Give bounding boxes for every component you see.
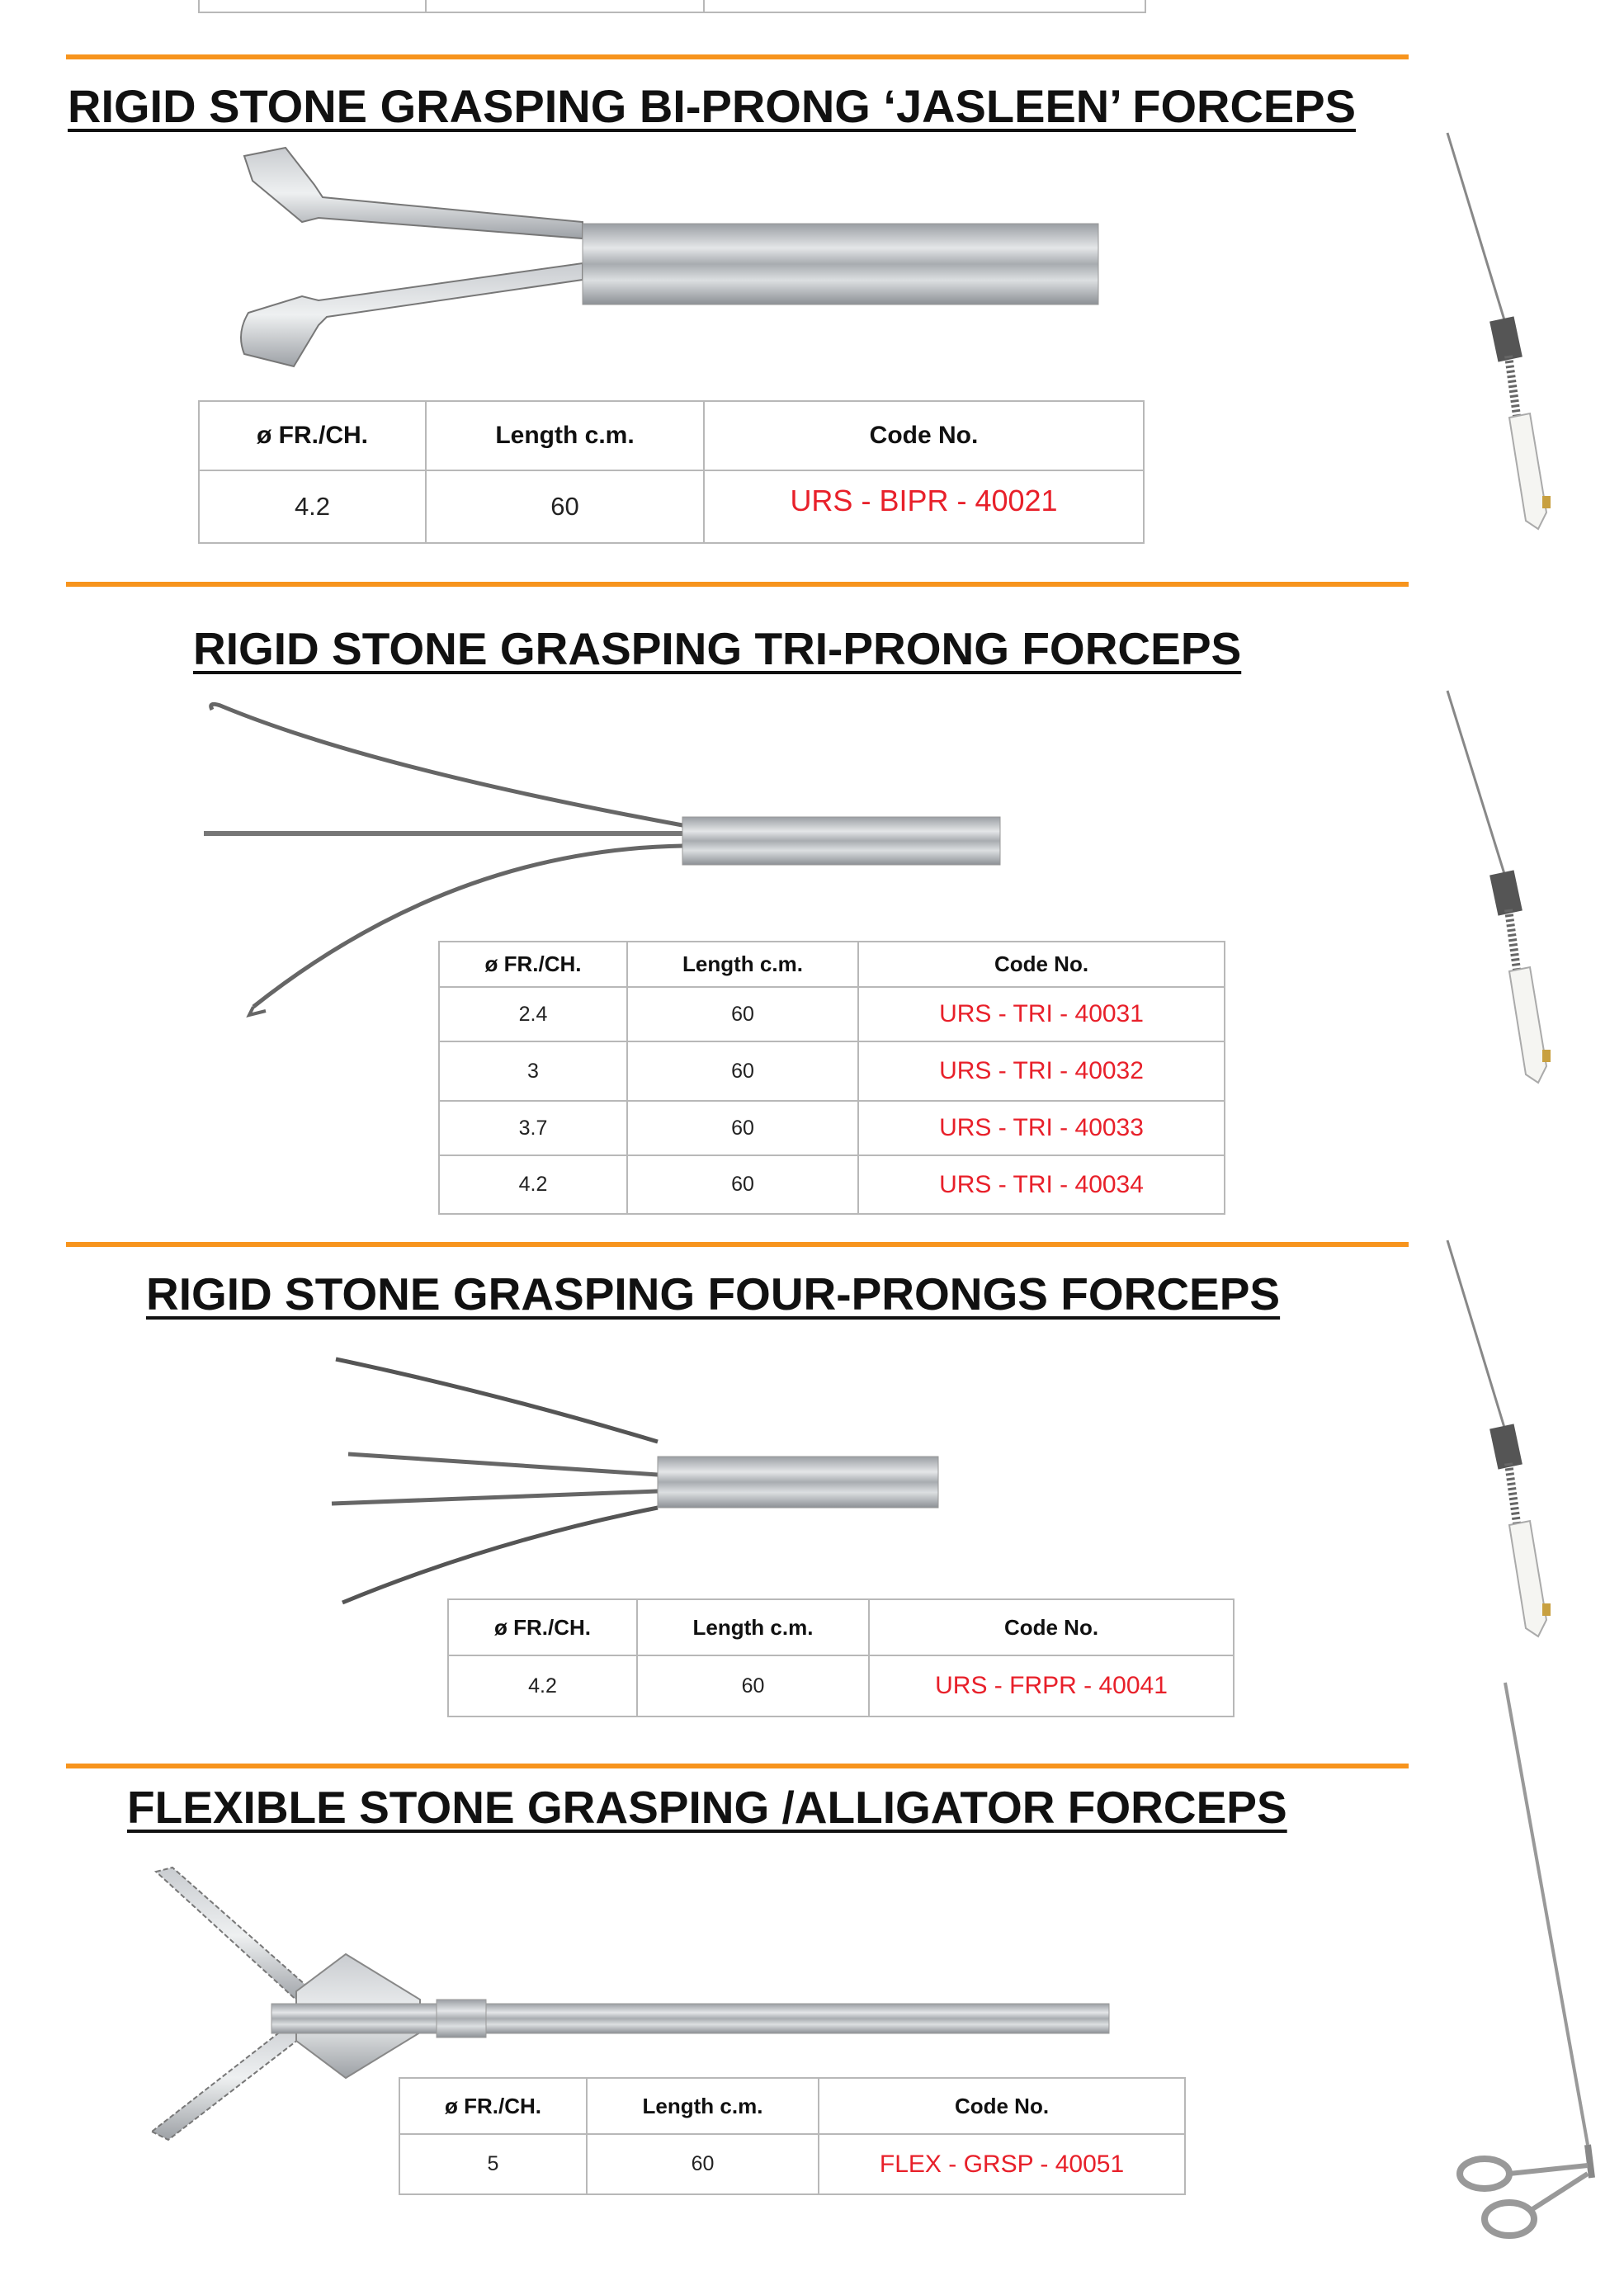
diameter-cell: 2.4 (438, 986, 628, 1042)
spec-table: ø FR./CH. Length c.m. Code No. 4.2 60 UR… (198, 400, 1145, 544)
table-header-row: ø FR./CH. Length c.m. Code No. (399, 2077, 1186, 2135)
length-cell: 60 (626, 1100, 859, 1156)
spec-table: ø FR./CH. Length c.m. Code No. 4.2 60 UR… (447, 1598, 1235, 1717)
rigid-forceps-full-image (1446, 690, 1551, 1084)
previous-table-bottom (198, 0, 1146, 13)
rigid-forceps-full-image (1446, 1240, 1551, 1638)
spec-table: ø FR./CH. Length c.m. Code No. 2.4 60 UR… (438, 941, 1225, 1215)
table-row: 2.4 60 URS - TRI - 40031 (438, 986, 1225, 1042)
section-divider (66, 1242, 1409, 1247)
section-divider (66, 582, 1409, 587)
diameter-cell: 3 (438, 1041, 628, 1102)
table-header-row: ø FR./CH. Length c.m. Code No. (438, 941, 1225, 988)
diameter-cell: 4.2 (198, 470, 427, 544)
section-title: RIGID STONE GRASPING FOUR-PRONGS FORCEPS (146, 1268, 1281, 1320)
header-code: Code No. (857, 941, 1225, 988)
section-divider (66, 1764, 1409, 1768)
table-row: 4.2 60 URS - BIPR - 40021 (198, 470, 1145, 544)
header-diameter: ø FR./CH. (447, 1598, 638, 1656)
header-length: Length c.m. (425, 400, 705, 471)
code-cell: URS - FRPR - 40041 (868, 1655, 1235, 1717)
table-row: 4.2 60 URS - TRI - 40034 (438, 1155, 1225, 1215)
table-row: 3 60 URS - TRI - 40032 (438, 1041, 1225, 1102)
length-cell: 60 (586, 2133, 819, 2195)
code-cell: URS - TRI - 40033 (857, 1100, 1225, 1156)
table-row: 4.2 60 URS - FRPR - 40041 (447, 1655, 1235, 1717)
four-prong-forceps-image (331, 1357, 939, 1605)
header-code: Code No. (868, 1598, 1235, 1656)
length-cell: 60 (626, 1155, 859, 1215)
length-cell: 60 (626, 1041, 859, 1102)
spec-table: ø FR./CH. Length c.m. Code No. 5 60 FLEX… (399, 2077, 1186, 2195)
section-title: RIGID STONE GRASPING TRI-PRONG FORCEPS (193, 623, 1242, 674)
header-diameter: ø FR./CH. (198, 400, 427, 471)
header-length: Length c.m. (626, 941, 859, 988)
diameter-cell: 5 (399, 2133, 588, 2195)
length-cell: 60 (636, 1655, 870, 1717)
header-diameter: ø FR./CH. (399, 2077, 588, 2135)
diameter-cell: 4.2 (447, 1655, 638, 1717)
header-diameter: ø FR./CH. (438, 941, 628, 988)
table-column-divider (703, 0, 705, 12)
code-cell: URS - TRI - 40032 (857, 1041, 1225, 1102)
code-cell: URS - BIPR - 40021 (703, 470, 1145, 544)
section-divider (66, 54, 1409, 59)
length-cell: 60 (626, 986, 859, 1042)
diameter-cell: 3.7 (438, 1100, 628, 1156)
header-length: Length c.m. (586, 2077, 819, 2135)
diameter-cell: 4.2 (438, 1155, 628, 1215)
flexible-forceps-full-image (1456, 1682, 1595, 2239)
length-cell: 60 (425, 470, 705, 544)
section-title: FLEXIBLE STONE GRASPING /ALLIGATOR FORCE… (127, 1782, 1287, 1833)
table-column-divider (425, 0, 427, 12)
bi-prong-forceps-image (240, 146, 1099, 368)
header-code: Code No. (818, 2077, 1186, 2135)
code-cell: FLEX - GRSP - 40051 (818, 2133, 1186, 2195)
code-cell: URS - TRI - 40031 (857, 986, 1225, 1042)
section-title: RIGID STONE GRASPING BI-PRONG ‘JASLEEN’ … (68, 80, 1356, 132)
table-row: 5 60 FLEX - GRSP - 40051 (399, 2133, 1186, 2195)
table-header-row: ø FR./CH. Length c.m. Code No. (447, 1598, 1235, 1656)
rigid-forceps-full-image (1446, 132, 1551, 531)
alligator-forceps-image (150, 1866, 1110, 2141)
header-length: Length c.m. (636, 1598, 870, 1656)
code-cell: URS - TRI - 40034 (857, 1155, 1225, 1215)
tri-prong-forceps-image (204, 701, 1001, 1018)
table-row: 3.7 60 URS - TRI - 40033 (438, 1100, 1225, 1156)
header-code: Code No. (703, 400, 1145, 471)
table-header-row: ø FR./CH. Length c.m. Code No. (198, 400, 1145, 471)
